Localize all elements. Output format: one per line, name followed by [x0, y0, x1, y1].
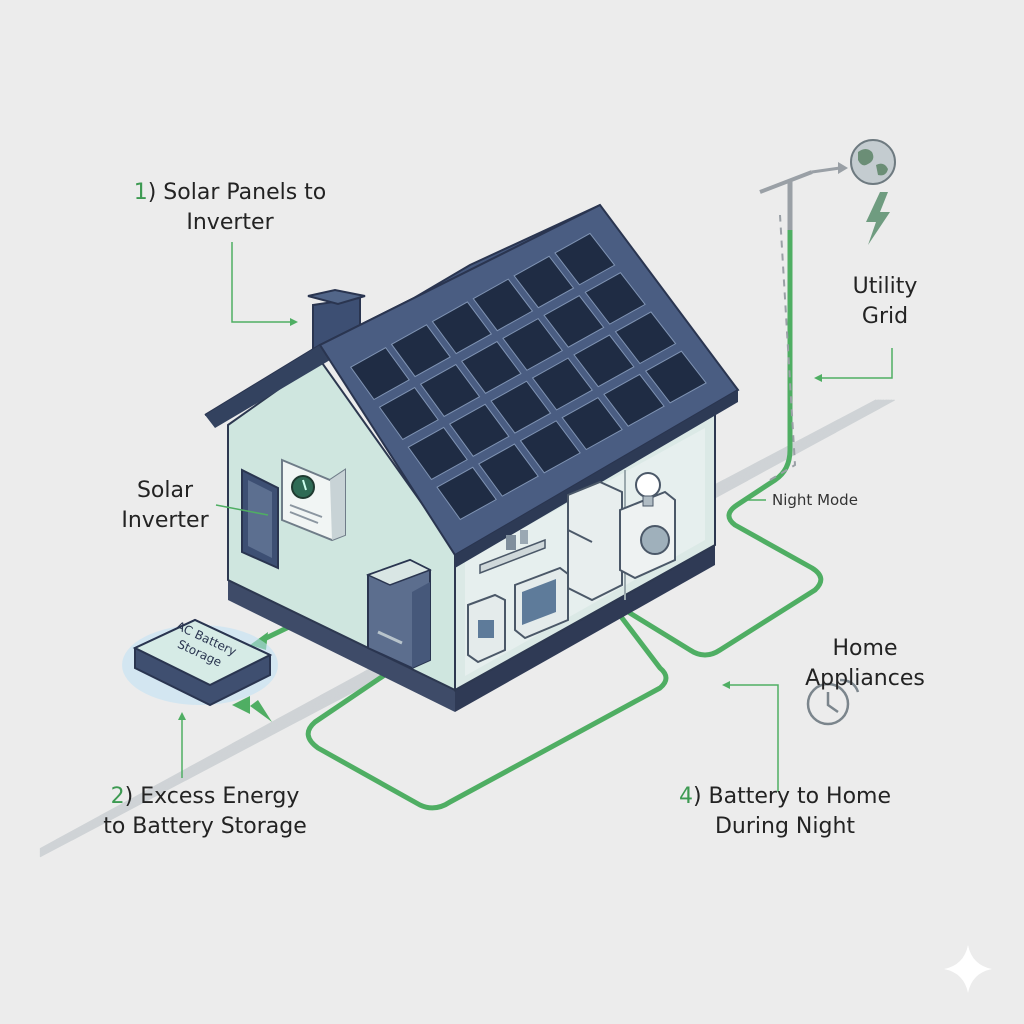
solar-panel	[349, 346, 410, 401]
solar-panel	[390, 324, 451, 378]
step1-label: 1) Solar Panels to Inverter	[100, 178, 360, 238]
solar-panel	[461, 340, 522, 395]
solar-panel	[502, 317, 564, 371]
sparkle-icon	[944, 945, 992, 993]
solar-panel	[448, 403, 510, 457]
pointer-lines	[181, 242, 893, 792]
solar-panels	[349, 232, 707, 521]
solar-inverter	[281, 458, 346, 542]
pointer-arrowheads	[178, 318, 822, 720]
step2-label: 2) Excess Energy to Battery Storage	[70, 782, 340, 842]
solar-panel	[543, 294, 605, 348]
grid-line2: Grid	[861, 304, 909, 329]
appliances-line1: Home	[832, 636, 898, 661]
solar-panel	[472, 278, 534, 332]
appliances-line2: Appliances	[805, 666, 925, 691]
solar-panel	[519, 420, 581, 474]
inverter-label: Solar Inverter	[100, 476, 230, 536]
lightning-icon	[866, 192, 890, 245]
solar-panel	[407, 426, 468, 481]
step2-line2: to Battery Storage	[103, 814, 307, 839]
ac-battery-storage	[122, 618, 278, 707]
solar-panel	[614, 311, 677, 365]
step-number: 1	[133, 180, 148, 205]
home-appliances	[467, 472, 676, 664]
solar-panel	[561, 396, 623, 451]
wall-battery	[366, 558, 432, 670]
solar-panel	[490, 380, 552, 434]
step4-line2: During Night	[714, 814, 856, 839]
grid-dashed-line	[769, 214, 797, 481]
step-number: 2	[110, 784, 125, 809]
solar-panel	[584, 272, 646, 325]
step2-text: ) Excess Energy	[124, 784, 300, 809]
solar-panel	[603, 373, 665, 427]
utility-pole	[759, 162, 848, 230]
inverter-line1: Solar	[136, 478, 194, 503]
step1-line2: Inverter	[186, 210, 274, 235]
solar-panel	[431, 301, 493, 355]
step4-label: 4) Battery to Home During Night	[660, 782, 910, 842]
solar-panel	[644, 350, 707, 404]
house	[204, 203, 740, 712]
clock-icon	[806, 678, 860, 726]
globe-icon	[850, 139, 896, 185]
lightbulb-icon	[635, 472, 661, 507]
solar-panel	[378, 386, 439, 441]
step-number: 4	[678, 784, 693, 809]
solar-panel	[478, 443, 539, 497]
grid-line1: Utility	[852, 274, 918, 299]
solar-panel	[513, 255, 575, 309]
utility-grid-label: Utility Grid	[830, 272, 940, 332]
inverter-line2: Inverter	[121, 508, 209, 533]
solar-panel	[436, 466, 497, 521]
step1-text: ) Solar Panels to	[147, 180, 327, 205]
solar-panel	[573, 334, 635, 388]
home-appliances-label: Home Appliances	[790, 634, 940, 694]
night-mode-label: Night Mode	[772, 491, 858, 509]
solar-panel	[554, 232, 616, 286]
step4-text: ) Battery to Home	[692, 784, 892, 809]
solar-panel	[531, 357, 593, 411]
solar-panel	[419, 363, 481, 418]
